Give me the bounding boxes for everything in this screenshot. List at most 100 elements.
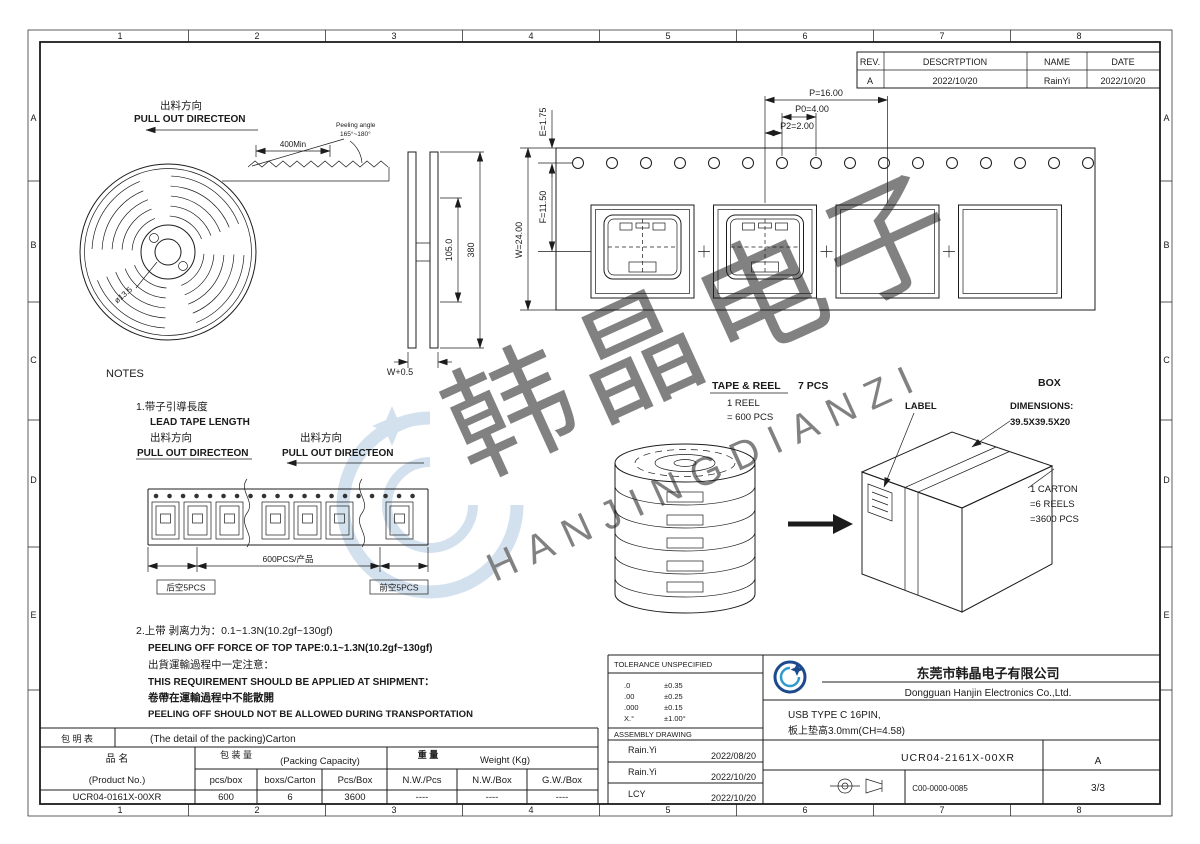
grid-row-label: E	[1163, 610, 1169, 620]
box-front-face	[861, 471, 963, 613]
dim-p0-label: P0=4.00	[795, 104, 829, 114]
grid-col-label: 7	[939, 31, 944, 41]
rev-header-date: DATE	[1111, 57, 1134, 67]
dim-p2-label: P2=2.00	[780, 121, 814, 131]
col-nw-box: N.W./Box	[472, 775, 512, 786]
reel-qty-line1: 1 REEL	[727, 398, 760, 409]
carrier-tape-view: P=16.00 P0=4.00 P2=2.00 E=1.75 F=11.50 W…	[514, 88, 1096, 311]
revision-table: REV. DESCRTPTION NAME DATE A 2022/10/20 …	[856, 51, 1161, 89]
cell-boxs-carton: 6	[287, 792, 292, 803]
strip-qty-label: 600PCS/产品	[262, 554, 313, 564]
sig-name: Rain.Yi	[628, 745, 657, 755]
note-line-3-en: THIS REQUIREMENT SHOULD BE APPLIED AT SH…	[148, 677, 434, 688]
table-corner-label: 包 明 表	[61, 733, 93, 744]
notes-heading: NOTES	[106, 368, 144, 380]
box-dim-label: DIMENSIONS:	[1010, 401, 1073, 412]
drawing-page: 3/3	[1091, 783, 1105, 794]
reel-label-sticker	[666, 514, 704, 526]
lead-tape-strip: 600PCS/产品 后空5PCS 前空5PCS	[147, 478, 429, 595]
sig-name: LCY	[628, 789, 646, 799]
title-block: TOLERANCE UNSPECIFIED .0 ±0.35 .00 ±0.25…	[607, 654, 1160, 804]
frame-ticks-bottom	[188, 804, 1011, 816]
cell-pcs-carton: 3600	[344, 792, 365, 803]
tol-row-label: .00	[624, 692, 634, 701]
watermark: 韩晶电子 HANJINGDIANZI	[336, 146, 985, 599]
company-logo-icon	[773, 660, 807, 694]
col-gw-box: G.W./Box	[542, 775, 582, 786]
product-desc-line2: 板上垫高3.0mm(CH=4.58)	[788, 724, 905, 737]
drawing-doc-no: C00-0000-0085	[912, 784, 968, 793]
cell-nw-pcs: ----	[416, 792, 429, 803]
rev-header-description: DESCRTPTION	[923, 57, 987, 67]
grid-col-label: 3	[391, 805, 396, 815]
dim-p-label: P=16.00	[809, 88, 843, 98]
peel-angle-label-1: Peeling angle	[336, 122, 376, 129]
reel-label-sticker	[666, 560, 704, 572]
reel-outer-circle	[79, 163, 257, 341]
reel-label-sticker	[666, 491, 704, 503]
strip-dir-cn: 出料方向	[300, 431, 342, 444]
grid-row-label: D	[30, 475, 37, 485]
frame-ticks-right	[1160, 180, 1172, 691]
frame-outer-border	[27, 29, 1173, 817]
product-desc-line1: USB TYPE C 16PIN,	[788, 710, 881, 721]
grid-col-label: 4	[528, 31, 533, 41]
grid-row-label: A	[30, 113, 36, 123]
grid-row-label: E	[30, 610, 36, 620]
note-dir-cn: 出料方向	[150, 431, 192, 444]
notes-section: NOTES 1.带子引導長度 LEAD TAPE LENGTH 出料方向 PUL…	[106, 368, 473, 720]
dim-e-label: E=1.75	[538, 108, 548, 137]
frame-ticks-top	[188, 30, 1011, 42]
grid-col-label: 6	[802, 31, 807, 41]
grid-col-label: 8	[1076, 805, 1081, 815]
rev-row-name: RainYi	[1044, 76, 1070, 86]
grid-col-label: 2	[254, 31, 259, 41]
tol-row-value: ±0.15	[664, 703, 683, 712]
tape-reel-label: TAPE & REEL	[712, 380, 781, 392]
strip-front-label: 前空5PCS	[379, 583, 419, 593]
tol-row-label: .0	[624, 681, 630, 690]
pocket-center-marks	[698, 245, 955, 258]
projection-symbol-icon	[830, 778, 883, 794]
box-top-face	[860, 431, 1054, 509]
label-callout: LABEL	[905, 401, 937, 412]
rev-header-rev: REV.	[860, 57, 880, 67]
rev-header-name: NAME	[1044, 57, 1070, 67]
grid-col-label: 4	[528, 805, 533, 815]
box-tape-lines	[904, 446, 1010, 596]
grid-col-label: 1	[117, 31, 122, 41]
grid-row-label: A	[1163, 113, 1169, 123]
grid-col-label: 8	[1076, 31, 1081, 41]
watermark-star-icon	[372, 406, 412, 446]
frame-ticks-left	[28, 180, 40, 691]
grid-col-label: 5	[665, 805, 670, 815]
col-pcs-box: pcs/box	[210, 775, 243, 786]
box-right-face	[961, 465, 1053, 613]
reel-hub-dia-label: ø13.5	[113, 285, 135, 305]
box-title: BOX	[1038, 377, 1061, 389]
grid-row-label: C	[30, 355, 37, 365]
col-product-en: (Product No.)	[89, 775, 146, 786]
note-line-1-en: LEAD TAPE LENGTH	[150, 417, 250, 428]
dim-flange-label: 380	[466, 242, 476, 257]
tape-outline	[555, 147, 1096, 311]
sheet-frame: 1 2 3 4 5 6 7 8 1 2 3 4 5 6 7 8 A B C D …	[27, 29, 1173, 817]
col-capacity-cn: 包 装 量	[220, 749, 252, 760]
watermark-swirl-inner-icon	[382, 457, 478, 553]
reel-front-view: ø13.5 出料方向 PULL OUT DIRECTEON 400Min Pee…	[79, 99, 390, 341]
rev-row-date: 2022/10/20	[1100, 76, 1145, 86]
note-line-2-en: PEELING OFF FORCE OF TOP TAPE:0.1~1.3N(1…	[148, 643, 433, 654]
peel-angle-label-2: 165°~180°	[340, 130, 371, 138]
reel-label-sticker	[666, 537, 704, 549]
sig-date: 2022/08/20	[711, 751, 756, 761]
grid-col-label: 7	[939, 805, 944, 815]
grid-col-label: 3	[391, 31, 396, 41]
pull-direction-en: PULL OUT DIRECTEON	[134, 114, 245, 125]
dim-width-label: W+0.5	[387, 367, 413, 377]
sprocket-holes	[572, 157, 1094, 169]
cell-nw-box: ----	[486, 792, 499, 803]
box-dim-value: 39.5X39.5X20	[1010, 417, 1070, 428]
note-line-1-cn: 1.带子引導長度	[136, 400, 208, 413]
cell-product-no: UCR04-0161X-00XR	[73, 792, 162, 803]
